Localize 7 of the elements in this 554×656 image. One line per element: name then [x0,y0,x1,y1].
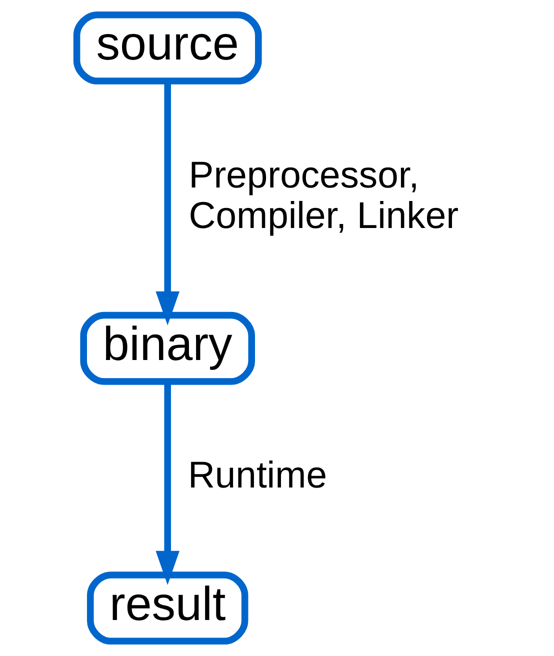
arrow [155,81,180,326]
node-box: result [86,572,248,645]
edge-label: Runtime [187,454,326,496]
node-box: binary [80,312,255,385]
node-box: source [72,11,262,84]
edge-label: Preprocessor, Compiler, Linker [188,153,458,236]
arrow [155,382,180,585]
